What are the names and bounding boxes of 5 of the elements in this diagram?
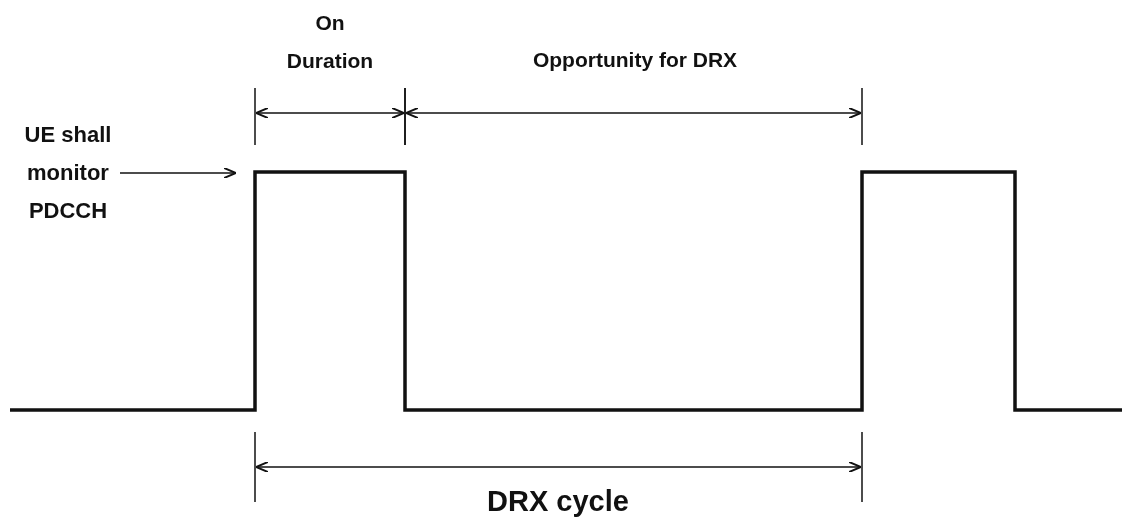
arrow (119, 167, 237, 179)
duration-label: Opportunity for DRX (531, 47, 739, 73)
duration-label: On Duration (285, 10, 375, 74)
cycle-label: DRX cycle (486, 484, 630, 519)
annotation-text: UE shall monitor PDCCH (18, 116, 118, 230)
